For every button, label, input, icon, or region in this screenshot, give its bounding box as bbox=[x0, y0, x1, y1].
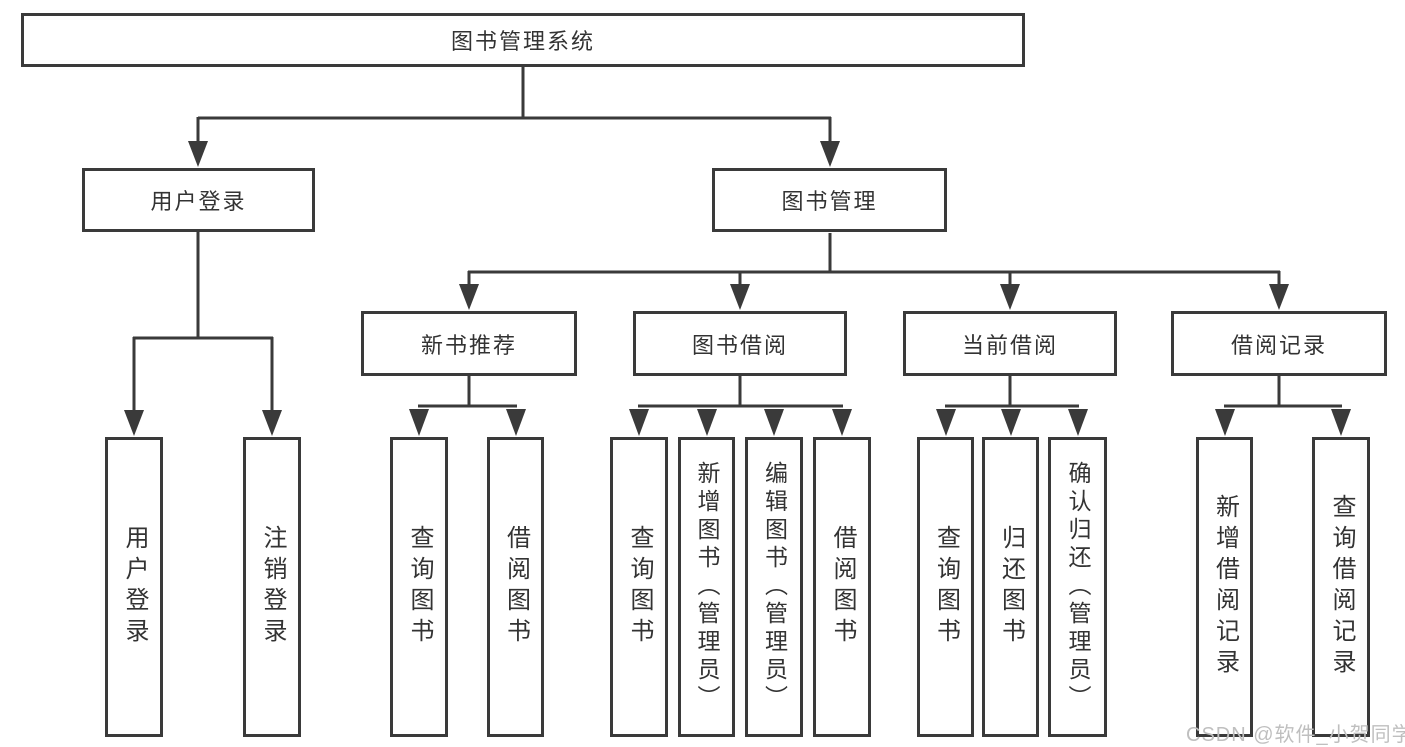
node-book-borrow: 图书借阅 bbox=[633, 311, 847, 376]
leaf-record-add-label: 新增借阅记录 bbox=[1211, 494, 1239, 680]
leaf-newbook-query-label: 查询图书 bbox=[406, 525, 433, 649]
arrowheads bbox=[124, 141, 1351, 436]
node-new-book-recommend: 新书推荐 bbox=[361, 311, 577, 376]
node-current-borrow: 当前借阅 bbox=[903, 311, 1117, 376]
leaf-current-return-label: 归还图书 bbox=[997, 525, 1025, 649]
leaf-current-confirm: 确认归还（管理员） bbox=[1048, 437, 1107, 737]
leaf-user-login: 用户登录 bbox=[105, 437, 163, 737]
node-current-borrow-label: 当前借阅 bbox=[961, 332, 1058, 358]
leaf-borrow-edit: 编辑图书（管理员） bbox=[745, 437, 803, 737]
leaf-borrow-edit-label: 编辑图书（管理员） bbox=[761, 461, 788, 713]
leaf-record-add: 新增借阅记录 bbox=[1196, 437, 1253, 737]
leaf-newbook-borrow: 借阅图书 bbox=[487, 437, 544, 737]
leaf-borrow-query: 查询图书 bbox=[610, 437, 668, 737]
leaf-borrow-add-label: 新增图书（管理员） bbox=[694, 461, 720, 713]
leaf-current-query: 查询图书 bbox=[917, 437, 974, 737]
leaf-logout: 注销登录 bbox=[243, 437, 301, 737]
leaf-borrow-query-label: 查询图书 bbox=[626, 525, 653, 649]
node-borrow-record: 借阅记录 bbox=[1171, 311, 1387, 376]
leaf-current-query-label: 查询图书 bbox=[932, 525, 960, 649]
node-book-management: 图书管理 bbox=[712, 168, 947, 232]
node-book-management-label: 图书管理 bbox=[781, 189, 878, 214]
node-user-login: 用户登录 bbox=[82, 168, 315, 232]
leaf-record-query: 查询借阅记录 bbox=[1312, 437, 1370, 737]
leaf-borrow-borrow: 借阅图书 bbox=[813, 437, 871, 737]
csdn-watermark: CSDN @软件_小贺同学 bbox=[1186, 724, 1405, 746]
node-user-login-label: 用户登录 bbox=[150, 189, 247, 214]
leaf-newbook-query: 查询图书 bbox=[390, 437, 448, 737]
leaf-borrow-add: 新增图书（管理员） bbox=[678, 437, 735, 737]
leaf-current-confirm-label: 确认归还（管理员） bbox=[1065, 461, 1091, 713]
node-library-system: 图书管理系统 bbox=[21, 13, 1025, 67]
leaf-user-login-label: 用户登录 bbox=[121, 525, 148, 649]
leaf-current-return: 归还图书 bbox=[982, 437, 1039, 737]
leaf-logout-label: 注销登录 bbox=[259, 525, 286, 649]
node-library-system-label: 图书管理系统 bbox=[450, 29, 595, 54]
node-new-book-recommend-label: 新书推荐 bbox=[420, 332, 517, 358]
leaf-record-query-label: 查询借阅记录 bbox=[1328, 494, 1355, 680]
node-book-borrow-label: 图书借阅 bbox=[691, 332, 788, 358]
node-borrow-record-label: 借阅记录 bbox=[1230, 332, 1327, 358]
leaf-borrow-borrow-label: 借阅图书 bbox=[829, 525, 856, 649]
leaf-newbook-borrow-label: 借阅图书 bbox=[502, 525, 530, 649]
